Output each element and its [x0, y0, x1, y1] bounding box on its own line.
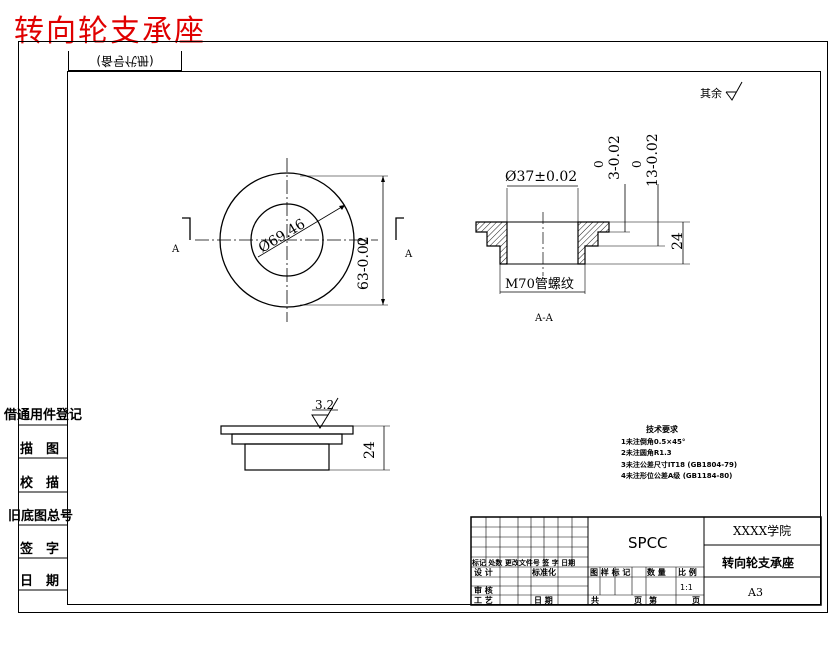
roughness-value: 3.2 — [315, 398, 334, 412]
roughness-symbol-icon — [311, 414, 329, 429]
section-view: Ø37±0.02 M70管螺纹 3-0.02 0 13-0.02 0 24 A-… — [475, 133, 690, 324]
depth-small-tolerance: 0 — [592, 160, 606, 168]
sheet-size-label: A3 — [747, 586, 763, 599]
tech-item: 1未注倒角0.5×45° — [621, 437, 685, 446]
row-revision: 标记 处数 更改文件号 签 字 日期 — [471, 558, 575, 567]
section-caption: A-A — [534, 313, 554, 324]
title-block — [470, 516, 822, 606]
tech-item: 4未注形位公差A级 (GB1184-80) — [621, 471, 732, 480]
row-total: 共 — [591, 595, 599, 605]
tech-requirements: 技术要求 1未注倒角0.5×45° 2未注圆角R1.3 3未注公差尺寸IT18 … — [621, 424, 737, 480]
side-label-old-drawing: 旧底图总号 — [8, 509, 74, 524]
row-date: 日 期 — [534, 595, 553, 605]
side-label-register: 借通用件登记 — [4, 408, 83, 423]
side-label-trace: 描 图 — [20, 442, 60, 457]
outer-height-label: 63-0.02 — [356, 236, 372, 290]
bore-dim-leader — [257, 204, 346, 258]
row-page-2: 页 — [692, 596, 700, 605]
side-label-date: 日 期 — [20, 574, 60, 589]
section-mark-left: A — [171, 244, 180, 255]
section-mark-right: A — [404, 249, 413, 260]
row-check: 审 核 — [474, 585, 493, 595]
row-design: 设 计 — [474, 567, 493, 577]
school-label: XXXX学院 — [733, 523, 791, 538]
roughness-check-icon — [725, 81, 743, 101]
body-rect — [244, 443, 330, 471]
section-arrow-right — [395, 217, 404, 240]
bore-diameter-label: Ø69.46 — [256, 216, 309, 256]
section-left-half — [475, 221, 508, 265]
inner-dia-label: Ø37±0.02 — [505, 169, 577, 185]
header-quantity: 数 量 — [647, 567, 666, 577]
part-name-label: 转向轮支承座 — [722, 555, 794, 570]
depth-large-label: 13-0.02 — [645, 133, 661, 187]
section-right-half — [577, 221, 610, 265]
tech-item: 2未注圆角R1.3 — [621, 448, 672, 457]
height-24-label-a: 24 — [670, 232, 686, 250]
side-label-check-trace: 校 描 — [20, 476, 60, 491]
row-page-1: 页 — [634, 596, 642, 605]
side-column-lines — [18, 424, 67, 591]
depth-small-label: 3-0.02 — [607, 135, 623, 180]
tech-heading: 技术要求 — [646, 424, 679, 434]
flange-rect — [220, 425, 354, 435]
section-arrow-left — [182, 217, 191, 240]
drawing-title: 转向轮支承座 — [14, 14, 206, 49]
height-24-label-b: 24 — [362, 441, 378, 459]
header-scale: 比 例 — [678, 567, 697, 577]
thread-label: M70管螺纹 — [505, 277, 574, 292]
row-sheet: 第 — [649, 595, 657, 605]
row-standard: 标准化 — [531, 567, 556, 577]
material-label: SPCC — [628, 534, 668, 552]
side-label-signature: 签 字 — [20, 542, 60, 557]
outer-frame — [18, 41, 828, 613]
header-drawing-mark: 图 样 标 记 — [590, 567, 630, 577]
inner-frame — [67, 71, 821, 605]
outer-height-tolerance: 0 — [356, 238, 370, 246]
top-view: Ø69.46 63-0.02 0 A A — [171, 158, 413, 322]
shoulder-rect — [231, 433, 343, 445]
side-view: 24 3.2 — [220, 397, 390, 471]
row-process: 工 艺 — [474, 595, 493, 605]
scale-value: 1:1 — [680, 583, 693, 592]
tech-item: 3未注公差尺寸IT18 (GB1804-79) — [621, 460, 737, 469]
depth-large-tolerance: 0 — [630, 160, 644, 168]
roughness-other-label: 其余 — [700, 86, 722, 100]
